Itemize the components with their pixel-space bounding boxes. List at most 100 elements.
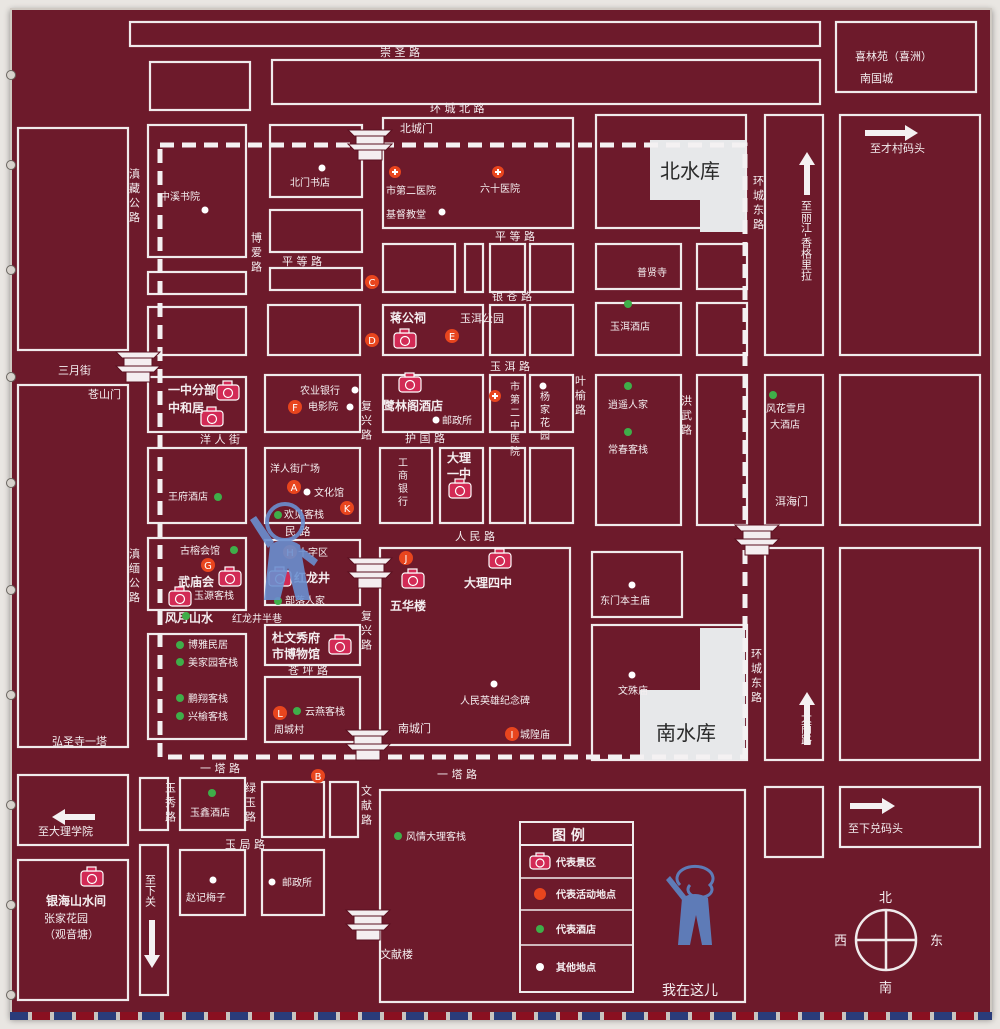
camera-icon: [448, 478, 472, 499]
label-hosp2zy-4: 中: [510, 419, 520, 432]
reservoirs: [640, 140, 745, 760]
grommet: [6, 265, 16, 275]
label-icbc-2: 商: [398, 469, 408, 482]
hotel-dot: [293, 707, 301, 715]
activity-letter: D: [368, 336, 376, 347]
gate-wenxianlou-label: 文献楼: [380, 947, 413, 961]
activity-marker: A: [287, 480, 301, 494]
label-zhongxi: 中溪书院: [160, 190, 200, 203]
scenic-sub-labels: 玉洱公园 张家花园 （观音塘）: [44, 312, 504, 941]
vertical-street-labels: 博 爱 路 复 兴 路 复 兴 路 叶 榆 路 洪 武 路 环 城 东 路 环 …: [128, 167, 813, 908]
street-yangren: 洋 人 街: [200, 432, 240, 446]
street-dianzang: 滇 藏 公 路: [128, 167, 141, 223]
activity-letter: I: [511, 730, 514, 741]
street-chongsheng: 崇 圣 路: [380, 46, 420, 59]
label-guyu: 古榕会馆: [180, 544, 220, 557]
you-are-here-figure: [666, 864, 715, 945]
street-renmin-east: 人 民 路: [455, 530, 495, 543]
street-dianmian: 滇 缅 公 路: [128, 547, 141, 603]
activity-marker: D: [365, 333, 379, 347]
direction-lijiang: 至丽江-香格里拉: [800, 200, 813, 282]
hospital-markers: [389, 166, 504, 402]
arrow-south-xiaguan: [144, 920, 160, 968]
place-dot: [201, 206, 209, 214]
label-yangjia-2: 家: [540, 403, 550, 416]
place-dot: [490, 680, 498, 688]
arrow-west-college: [52, 809, 95, 825]
label-post2: 邮政所: [282, 876, 312, 889]
scenic-dali-yizhong-1: 大理: [447, 450, 471, 465]
camera-icon: [529, 852, 551, 870]
street-yuju: 玉 局 路: [225, 838, 265, 851]
label-zhaoji: 赵记梅子: [186, 891, 226, 904]
scenic-dali-yizhong-2: 一中: [447, 466, 471, 481]
gate-east-label: 洱海门: [775, 494, 808, 508]
label-icbc-3: 银: [398, 482, 408, 495]
label-hosp2zy-3: 二: [510, 408, 520, 419]
street-yuer: 玉 洱 路: [490, 360, 530, 373]
street-sanyuejie: 三月街: [58, 363, 91, 377]
camera-icon: [168, 586, 192, 607]
label-wangfu: 王府酒店: [168, 490, 208, 503]
scenic-duwenxiu-2: 市博物馆: [272, 646, 320, 661]
label-hehai: 部落人家: [285, 594, 325, 607]
hotel-dot: [274, 511, 282, 519]
direction-dali-college: 至大理学院: [38, 824, 93, 838]
city-gates: [114, 129, 781, 941]
scenic-guanlinge: 鹭林阁酒店: [383, 398, 443, 413]
arrow-east-xiadui: [850, 798, 895, 814]
activity-marker: L: [273, 706, 287, 720]
board-edge-stripe: [10, 1012, 992, 1020]
street-yeyu: 叶 榆 路: [574, 375, 587, 416]
label-fenghua-2: 大酒店: [770, 418, 800, 431]
hotel-dot: [176, 694, 184, 702]
label-beimen-book: 北门书店: [290, 176, 330, 189]
activity-marker: C: [365, 275, 379, 289]
arrow-north-dali-road: [799, 692, 815, 745]
direction-xiadui: 至下兑码头: [848, 821, 903, 835]
place-dot: [539, 382, 547, 390]
label-bodao: 博雅民居: [188, 638, 228, 651]
street-renmin-west: 民 路: [285, 525, 311, 538]
legend-activity-dot: [534, 888, 546, 900]
label-hosp2zy-1: 市: [510, 380, 520, 393]
compass-north: 北: [879, 891, 892, 906]
label-church: 基督教堂: [386, 208, 426, 221]
hotel-labels: 普贤寺 玉洱酒店 逍遥人家 常春客栈 风花雪月 大酒店 王府酒店 古榕会馆 玉源…: [168, 266, 806, 843]
label-post: 邮政所: [442, 414, 472, 427]
activity-marker: J: [399, 551, 413, 565]
grommet: [6, 585, 16, 595]
direction-xilinyuan: 喜林苑（喜洲）: [855, 49, 932, 63]
compass-east: 东: [930, 934, 943, 949]
scenic-yinhai-1: 银海山水间: [46, 893, 106, 908]
label-hosp2zy-2: 第: [510, 393, 520, 406]
hotel-dot: [624, 300, 632, 308]
scenic-yinhai-3: （观音塘）: [44, 927, 99, 941]
street-fuxing-south: 复 兴 路: [360, 609, 373, 651]
label-yuxin: 玉鑫酒店: [190, 806, 230, 819]
camera-icon: [328, 634, 352, 655]
label-hosp2zy-5: 医: [510, 433, 520, 445]
place-dot: [346, 403, 354, 411]
label-yangjia-3: 花: [540, 416, 550, 429]
label-puxian: 普贤寺: [637, 266, 667, 279]
street-yita-east: 一 塔 路: [437, 768, 477, 781]
camera-icon: [488, 548, 512, 569]
grommet: [6, 690, 16, 700]
legend-hotel: 代表酒店: [555, 923, 596, 936]
activity-letter: G: [204, 561, 212, 572]
label-yangjia-1: 杨: [540, 390, 550, 403]
label-hosp2: 市第二医院: [386, 184, 436, 197]
camera-icon: [216, 380, 240, 401]
street-pingdeng-east: 平 等 路: [495, 229, 535, 243]
hotel-dots: [176, 300, 777, 840]
direction-caicun: 至才村码头: [870, 141, 925, 155]
label-zhoucheng: 周城村: [274, 723, 304, 736]
label-dongmen: 东门本主庙: [600, 594, 650, 607]
activity-marker: E: [445, 329, 459, 343]
label-wenshu: 文殊庙: [618, 684, 648, 697]
label-pengxiang: 鹏翔客栈: [188, 692, 228, 705]
camera-icon: [80, 866, 104, 887]
legend-hotel-dot: [536, 925, 544, 933]
